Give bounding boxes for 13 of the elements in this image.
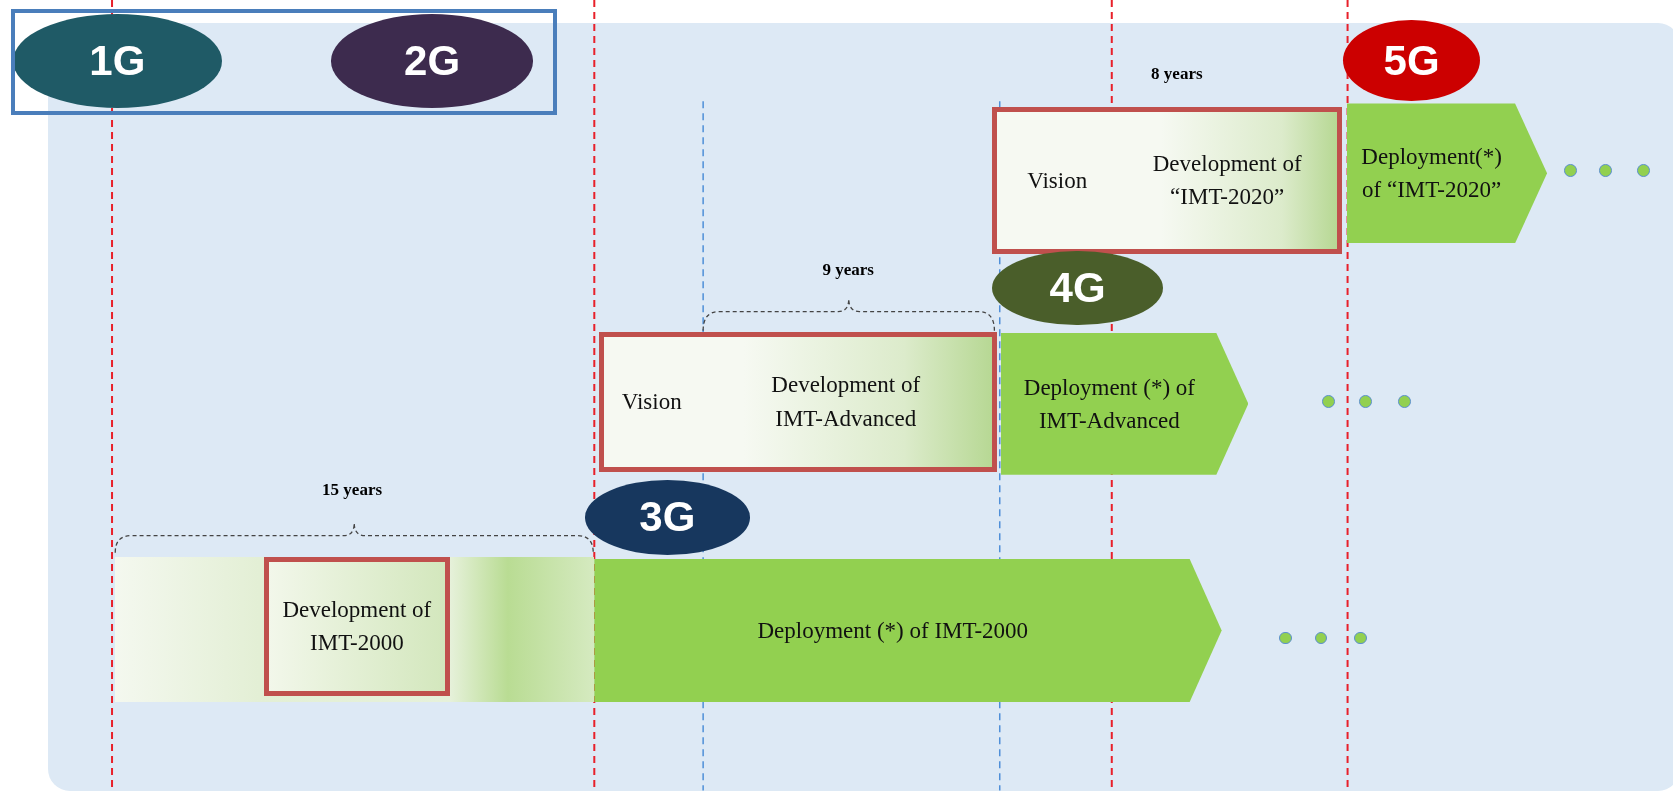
deployment-banner: Deployment (*) of IMT-2000	[594, 559, 1222, 703]
stage-box: Vision	[598, 331, 700, 472]
stage-box: Development of IMT-2000	[263, 556, 451, 696]
duration-label: 8 years	[1150, 64, 1204, 85]
generation-ellipse: 1G	[12, 13, 222, 108]
duration-label: 15 years	[321, 480, 384, 502]
stage-box: Development of IMT-Advanced	[699, 331, 997, 472]
deployment-banner: Deployment(*) of “IMT-2020”	[1346, 103, 1548, 244]
deployment-banner: Deployment (*) of IMT-Advanced	[1000, 332, 1249, 475]
stage-box: Vision	[992, 106, 1118, 254]
duration-label: 9 years	[821, 260, 875, 282]
gradient-band	[115, 556, 595, 703]
stage-box: Development of “IMT-2020”	[1117, 106, 1343, 254]
